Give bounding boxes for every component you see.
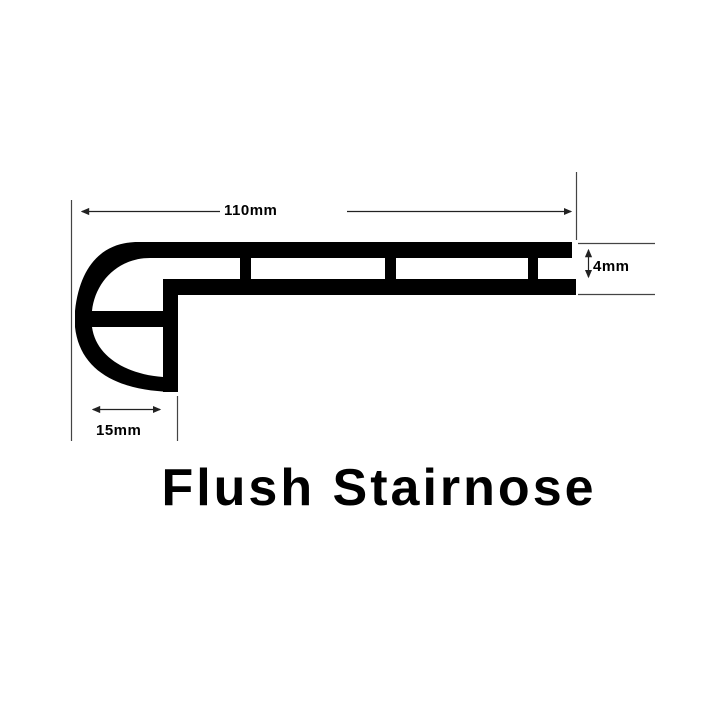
product-title: Flush Stairnose (161, 459, 597, 517)
thickness-dimension-label: 4mm (593, 258, 630, 275)
dimension-arrows (80, 207, 593, 414)
width-dimension-label: 110mm (224, 202, 278, 219)
stairnose-profile (75, 242, 576, 392)
nose-dimension-label: 15mm (96, 422, 142, 439)
extension-lines (70, 172, 655, 441)
